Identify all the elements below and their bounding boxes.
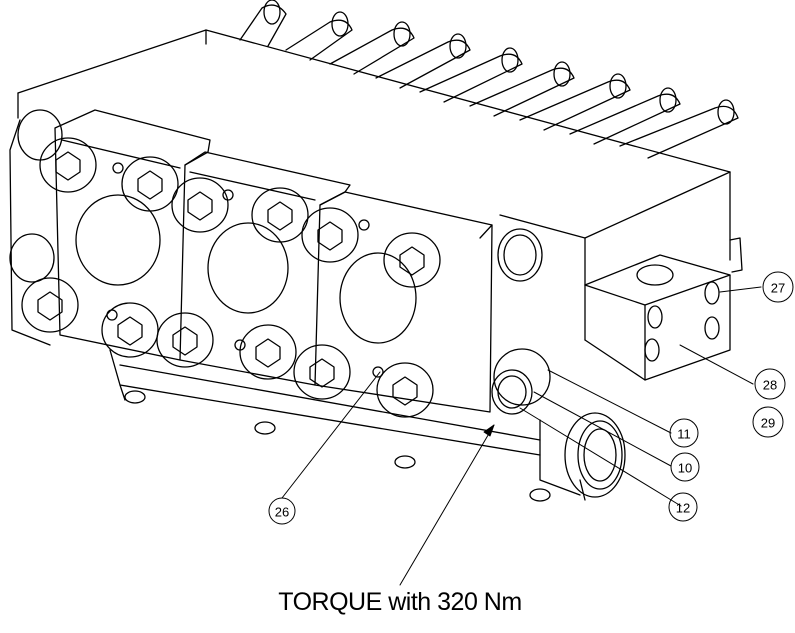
- main-block-body: [9, 29, 731, 501]
- callout-26: 26: [275, 505, 289, 520]
- callout-28: 28: [763, 378, 777, 393]
- side-valve-block: [584, 254, 731, 381]
- callout-27: 27: [771, 281, 785, 296]
- callout-10: 10: [678, 461, 692, 476]
- callout-12: 12: [676, 501, 690, 516]
- socket-head-plugs: [21, 137, 441, 418]
- port-flange: [564, 412, 626, 498]
- leader-lines: [281, 286, 762, 586]
- callout-balloons: [268, 271, 794, 525]
- torque-note: TORQUE with 320 Nm: [278, 588, 522, 616]
- cover-plates: [54, 109, 493, 413]
- callout-11: 11: [677, 427, 691, 442]
- callout-29: 29: [761, 416, 775, 431]
- end-cap-bolts: [9, 109, 543, 283]
- underside-bolts: [124, 390, 551, 502]
- pressure-plug: [491, 348, 551, 415]
- rear-cartridge-rods: [239, 0, 743, 273]
